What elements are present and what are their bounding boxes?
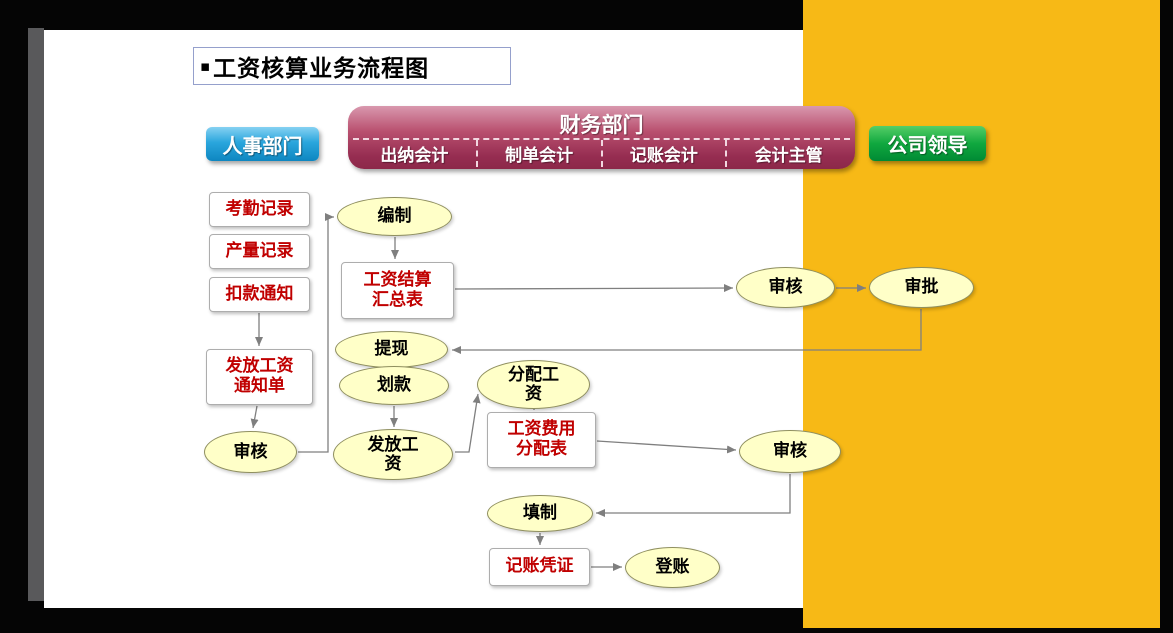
node-review-hr: 审核 [204, 431, 297, 473]
sublane-chief-accountant: 会计主管 [725, 140, 850, 167]
node-expense-allocation-table: 工资费用 分配表 [487, 412, 596, 468]
node-allocate-wages: 分配工 资 [477, 360, 590, 409]
node-post-ledger: 登账 [625, 547, 720, 588]
title-bullet: ▪ [200, 57, 212, 75]
lane-hr-department: 人事部门 [206, 127, 319, 161]
node-payroll-notice: 发放工资 通知单 [206, 349, 313, 405]
yellow-side-panel [803, 0, 1160, 628]
node-review-mid: 审核 [739, 430, 841, 473]
node-review-top: 审核 [736, 267, 835, 308]
node-pay-wages: 发放工 资 [333, 429, 453, 480]
finance-lane-title: 财务部门 [559, 113, 644, 137]
lane-finance-department: 财务部门 出纳会计 制单会计 记账会计 会计主管 [348, 106, 855, 169]
node-accounting-voucher: 记账凭证 [489, 548, 590, 586]
node-output-record: 产量记录 [209, 234, 310, 269]
node-compile: 编制 [337, 197, 452, 236]
node-transfer-funds: 划款 [339, 366, 449, 405]
node-approve: 审批 [869, 267, 974, 308]
finance-sub-lanes: 出纳会计 制单会计 记账会计 会计主管 [353, 138, 850, 167]
lane-company-leader: 公司领导 [869, 126, 986, 161]
node-fill-in: 填制 [487, 495, 593, 532]
left-gray-bar [28, 28, 44, 601]
node-payroll-summary-table: 工资结算 汇总表 [341, 262, 454, 319]
node-deduction-notice: 扣款通知 [209, 277, 310, 312]
title-text: 工资核算业务流程图 [213, 56, 430, 82]
diagram-title: ▪ 工资核算业务流程图 [193, 47, 511, 85]
sublane-bookkeeping-accountant: 记账会计 [600, 140, 726, 167]
sublane-voucher-accountant: 制单会计 [475, 140, 601, 167]
node-withdraw-cash: 提现 [335, 331, 448, 368]
node-attendance-record: 考勤记录 [209, 192, 310, 227]
sublane-cashier-accountant: 出纳会计 [380, 146, 449, 166]
